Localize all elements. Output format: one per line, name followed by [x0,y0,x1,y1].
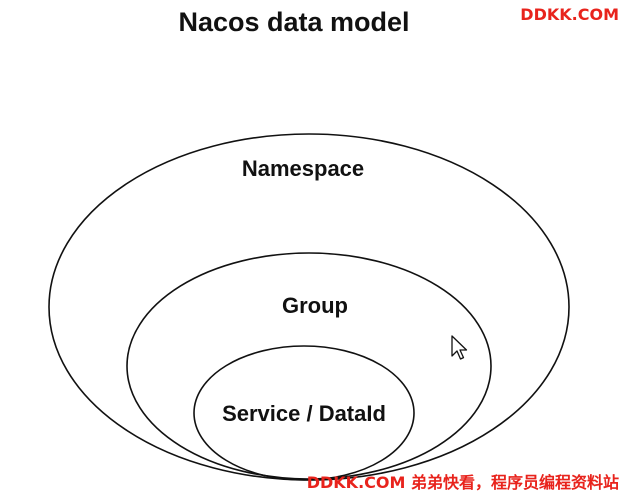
watermark-bottom-right: DDKK.COM 弟弟快看，程序员编程资料站 [307,473,619,492]
namespace-label: Namespace [242,156,364,181]
group-label: Group [282,293,348,318]
service-dataid-label: Service / DataId [222,401,386,426]
mouse-pointer-icon [451,335,468,360]
watermark-top-right: DDKK.COM [520,5,619,24]
service-dataid-ellipse [193,345,415,481]
diagram-title: Nacos data model [178,7,409,37]
group-ellipse [126,252,492,480]
